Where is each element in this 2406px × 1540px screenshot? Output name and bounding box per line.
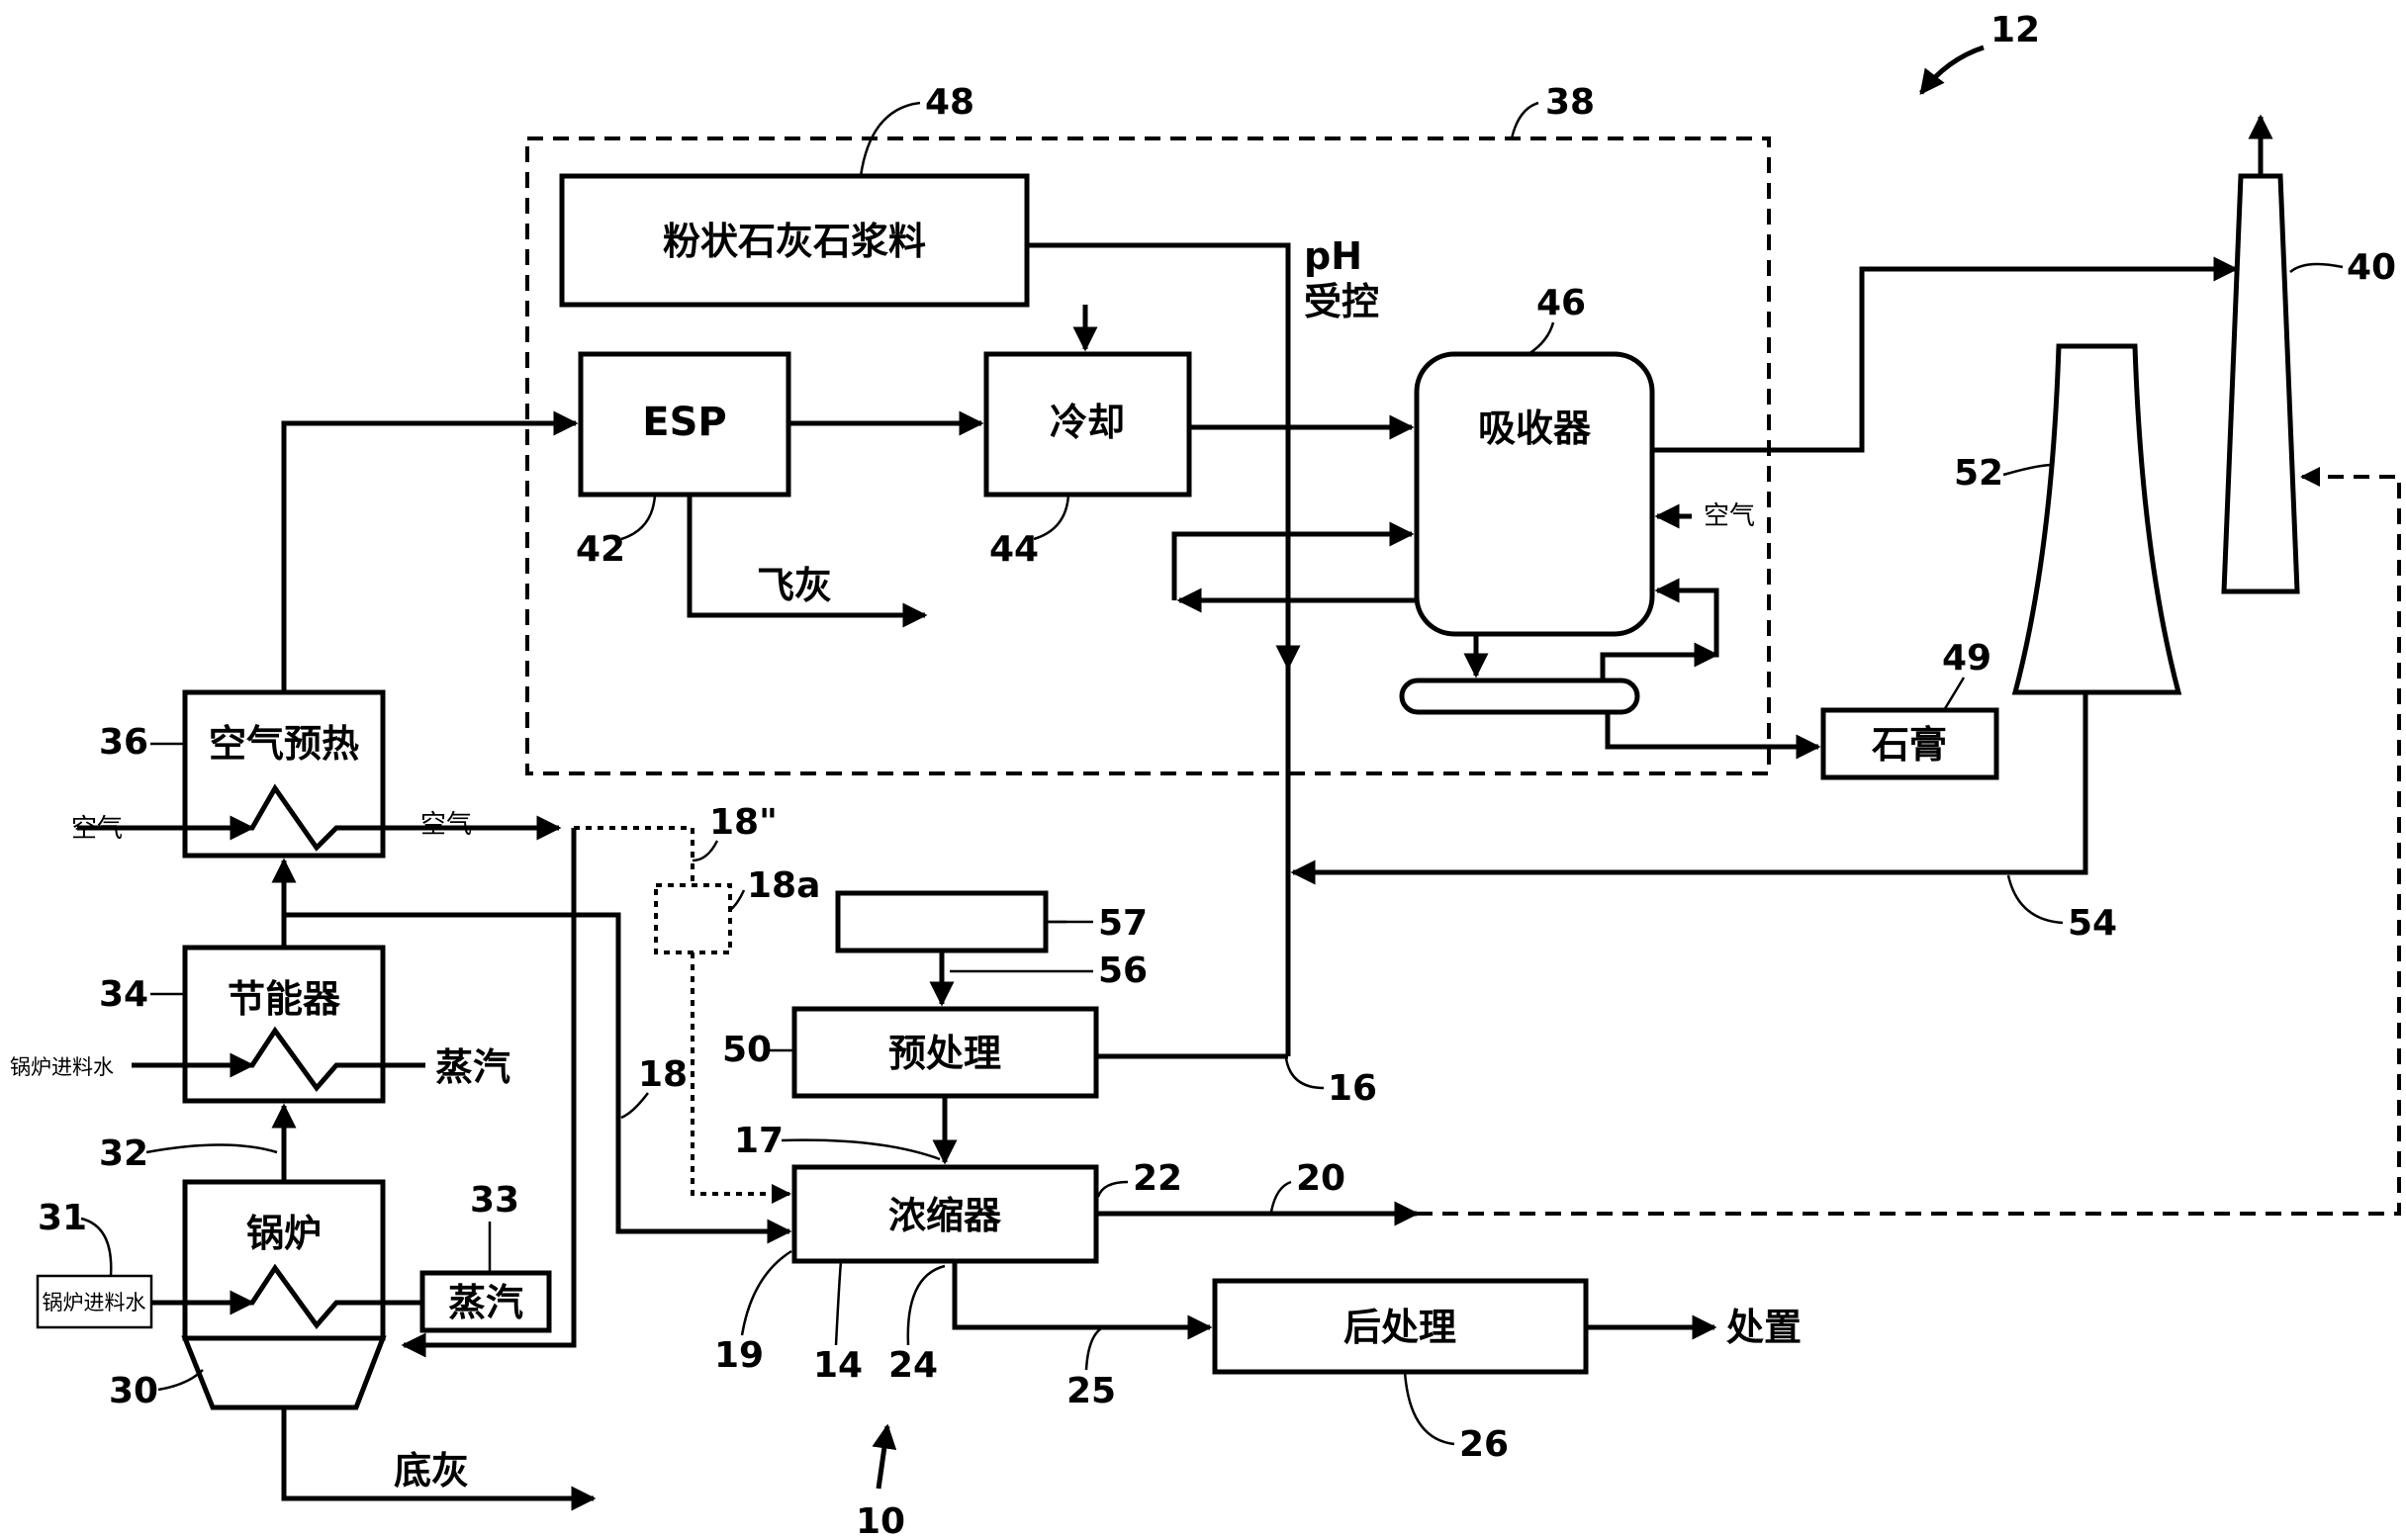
limestone-slurry-label: 粉状石灰石浆料 [663,220,926,263]
ref-12: 12 [1990,10,2040,50]
ref-31: 31 [38,1198,87,1238]
fly-ash-label: 飞灰 [757,564,832,607]
boiler-hopper [181,1335,387,1410]
economizer-label: 节能器 [228,977,341,1021]
flow-bypass-18pp [574,826,694,885]
bypass-box-18a [654,883,732,954]
ref-10: 10 [856,1501,905,1540]
flow-bypass-18a [691,952,791,1204]
ref-44: 44 [989,529,1039,570]
flow-line-25 [952,1261,1213,1340]
limestone-slurry-box [559,173,1030,308]
preheater-coil [77,783,562,852]
absorber-tank [1399,678,1640,715]
flow-preheat-esp [281,410,579,692]
ref-57: 57 [1098,903,1148,944]
esp-box [578,351,791,498]
air-preheater-box [182,689,386,859]
air-absorber-label: 空气 [1704,501,1755,531]
ref-33: 33 [470,1180,519,1221]
flow-recirc-in [1171,521,1415,600]
flow-line-20-dashed [1417,467,2401,1216]
ref-34: 34 [99,974,148,1015]
ref-50: 50 [722,1030,772,1070]
ref-54: 54 [2068,903,2117,944]
ph-label: pH [1304,234,1362,278]
feedwater-econ-label: 锅炉进料水 [10,1055,114,1079]
ref-19: 19 [714,1335,764,1376]
ref-26: 26 [1459,1424,1509,1465]
flow-fly-ash [687,495,928,628]
ref-18pp: 18" [709,802,778,843]
ref-16: 16 [1328,1068,1377,1109]
flow-absorber-stack [1652,256,2239,453]
flow-tank-gypsum [1605,712,1821,760]
gypsum-label: 石膏 [1872,723,1947,767]
flow-air-return [401,828,577,1358]
economizer-box [182,945,386,1104]
ref-52: 52 [1954,453,2003,494]
ref-22: 22 [1133,1158,1182,1199]
air-out-label: 空气 [420,810,472,840]
cooling-box [983,351,1192,498]
flow-bottom-ash [281,1407,597,1511]
flow-tower-return [1290,692,2088,885]
pretreatment-box [791,1006,1099,1099]
post-treatment-label: 后处理 [1343,1306,1456,1349]
ref-36: 36 [99,722,148,763]
pretreatment-label: 预处理 [888,1032,1001,1075]
disposal-label: 处置 [1726,1306,1802,1349]
ref-56: 56 [1098,951,1148,991]
esp-label: ESP [642,400,726,445]
chimney-stack [2221,173,2300,594]
cooling-tower [2011,343,2182,695]
ref-49: 49 [1942,638,1991,679]
box-57 [835,890,1049,953]
ph-controlled-label: 受控 [1304,280,1379,323]
bottom-ash-label: 底灰 [394,1449,469,1493]
ref-42: 42 [576,529,625,570]
flow-limestone-ph [1027,242,1301,671]
ref-14: 14 [813,1345,863,1386]
flow-line-18 [284,912,792,1244]
concentrator-label: 浓缩器 [888,1194,1002,1237]
ref-25: 25 [1066,1371,1116,1411]
ref-48: 48 [925,82,974,123]
ref-46: 46 [1536,283,1586,323]
ref-18a: 18a [747,865,820,906]
absorber-vessel [1414,351,1655,637]
ref-38: 38 [1545,82,1595,123]
flue-gas-treatment-boundary [525,136,1771,775]
steam-econ-label: 蒸汽 [435,1045,510,1089]
ref-17: 17 [734,1121,784,1161]
ref-40: 40 [2347,247,2396,288]
air-in-label: 空气 [71,814,123,844]
air-preheater-label: 空气预热 [209,722,359,766]
absorber-label: 吸收器 [1478,407,1592,450]
feedwater-box-label: 锅炉进料水 [43,1291,146,1314]
ref-30: 30 [109,1371,158,1411]
boiler-box [182,1179,386,1341]
ref-18: 18 [638,1054,688,1095]
ref-24: 24 [888,1345,938,1386]
gypsum-box [1820,707,1999,780]
concentrator-box [791,1164,1099,1264]
ref-32: 32 [99,1133,148,1174]
steam-box-label: 蒸汽 [448,1281,523,1324]
cooling-label: 冷却 [1050,401,1125,444]
ref-20: 20 [1296,1158,1345,1199]
boiler-label: 锅炉 [246,1212,322,1255]
